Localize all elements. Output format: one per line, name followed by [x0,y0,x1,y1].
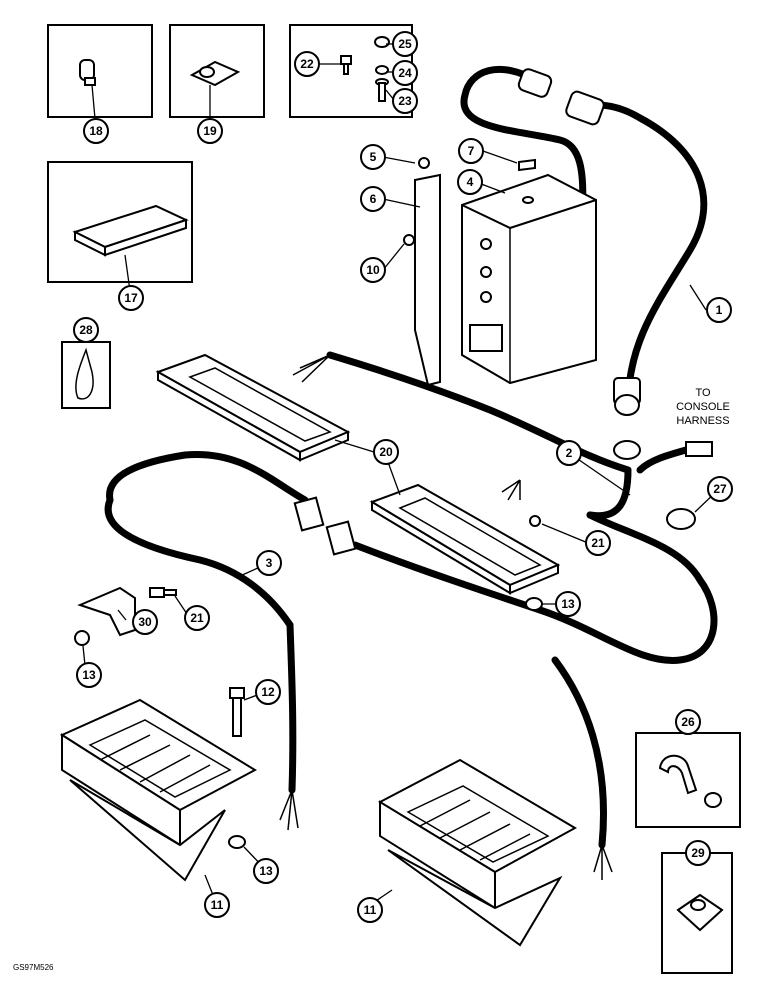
callout-18: 18 [83,118,109,144]
callout-20: 20 [373,439,399,465]
work-lamp-11-right [377,758,578,947]
bracket-30 [74,508,696,646]
harness-1 [460,65,708,460]
svg-text:26: 26 [681,715,695,729]
callout-11-left: 11 [204,892,230,918]
callout-22: 22 [294,51,320,77]
lens-panel-part [72,204,189,257]
inset-box-28 [61,341,111,409]
svg-text:21: 21 [190,611,204,625]
note-line-3: HARNESS [676,415,729,427]
inset-box-18 [47,24,153,118]
svg-text:1: 1 [716,303,723,317]
svg-text:5: 5 [370,150,377,164]
svg-text:11: 11 [211,898,224,912]
svg-text:28: 28 [79,323,93,337]
svg-text:11: 11 [364,903,377,917]
light-housing-20-lower [369,483,561,595]
inset-box-29 [661,852,733,974]
callout-2: 2 [556,440,582,466]
callout-5: 5 [360,144,386,170]
callout-21-left: 21 [184,605,210,631]
clip-part [189,60,241,87]
bulb-part [79,59,96,86]
callout-1: 1 [706,297,732,323]
svg-text:13: 13 [259,864,273,878]
bracket-6 [403,157,536,387]
inset-box-17 [47,161,193,283]
screw-22 [340,55,352,75]
svg-text:10: 10 [366,263,380,277]
callout-30: 30 [132,609,158,635]
svg-text:3: 3 [266,556,273,570]
clamp-part [658,754,722,808]
svg-text:19: 19 [203,124,217,138]
callout-13-bottom: 13 [253,858,279,884]
svg-text:2: 2 [566,446,573,460]
note-line-2: CONSOLE [676,401,730,413]
svg-text:30: 30 [138,615,152,629]
callout-26: 26 [675,709,701,735]
connector-plug-left [293,496,357,556]
callout-3: 3 [256,550,282,576]
clip-29-part [676,893,724,932]
svg-text:18: 18 [89,124,103,138]
console-harness-note: TO CONSOLE HARNESS [676,387,730,427]
callout-23: 23 [392,88,418,114]
svg-text:23: 23 [398,94,412,108]
svg-text:12: 12 [261,685,275,699]
callout-29: 29 [685,840,711,866]
svg-text:13: 13 [561,597,575,611]
callout-17: 17 [118,285,144,311]
callout-19: 19 [197,118,223,144]
svg-text:25: 25 [398,37,412,51]
nut-25 [374,36,390,48]
callout-28: 28 [73,317,99,343]
washer-24 [375,65,389,75]
bolt-12 [229,687,245,737]
bolt-23 [375,78,389,102]
svg-text:4: 4 [467,175,474,189]
callout-25: 25 [392,31,418,57]
svg-text:29: 29 [691,846,705,860]
svg-text:17: 17 [124,291,138,305]
callout-27: 27 [707,476,733,502]
svg-text:13: 13 [82,668,96,682]
work-lamp-11-left [59,687,258,882]
control-unit-4 [461,173,597,385]
connector-2 [613,377,641,460]
svg-text:21: 21 [591,536,605,550]
strap-part [75,347,94,400]
callout-4: 4 [457,169,483,195]
light-housing-20-upper [155,353,351,462]
wire-leads [279,354,713,880]
svg-text:27: 27 [713,482,727,496]
callout-13-left: 13 [76,662,102,688]
inset-box-19 [169,24,265,118]
callout-11-right: 11 [357,897,383,923]
svg-text:6: 6 [370,192,377,206]
svg-text:7: 7 [468,144,475,158]
callout-13-right: 13 [555,591,581,617]
callout-6: 6 [360,186,386,212]
connector-plug [517,68,605,126]
harness-3 [104,351,718,880]
note-line-1: TO [695,387,711,399]
svg-text:24: 24 [398,66,412,80]
callout-7: 7 [458,138,484,164]
bolt-21-left [149,587,177,598]
callout-24: 24 [392,60,418,86]
svg-text:22: 22 [300,57,314,71]
drawing-code: GS97M526 [13,963,54,972]
callout-12: 12 [255,679,281,705]
callout-21-right: 21 [585,530,611,556]
inset-box-26 [635,732,741,828]
callout-10: 10 [360,257,386,283]
svg-text:20: 20 [379,445,393,459]
